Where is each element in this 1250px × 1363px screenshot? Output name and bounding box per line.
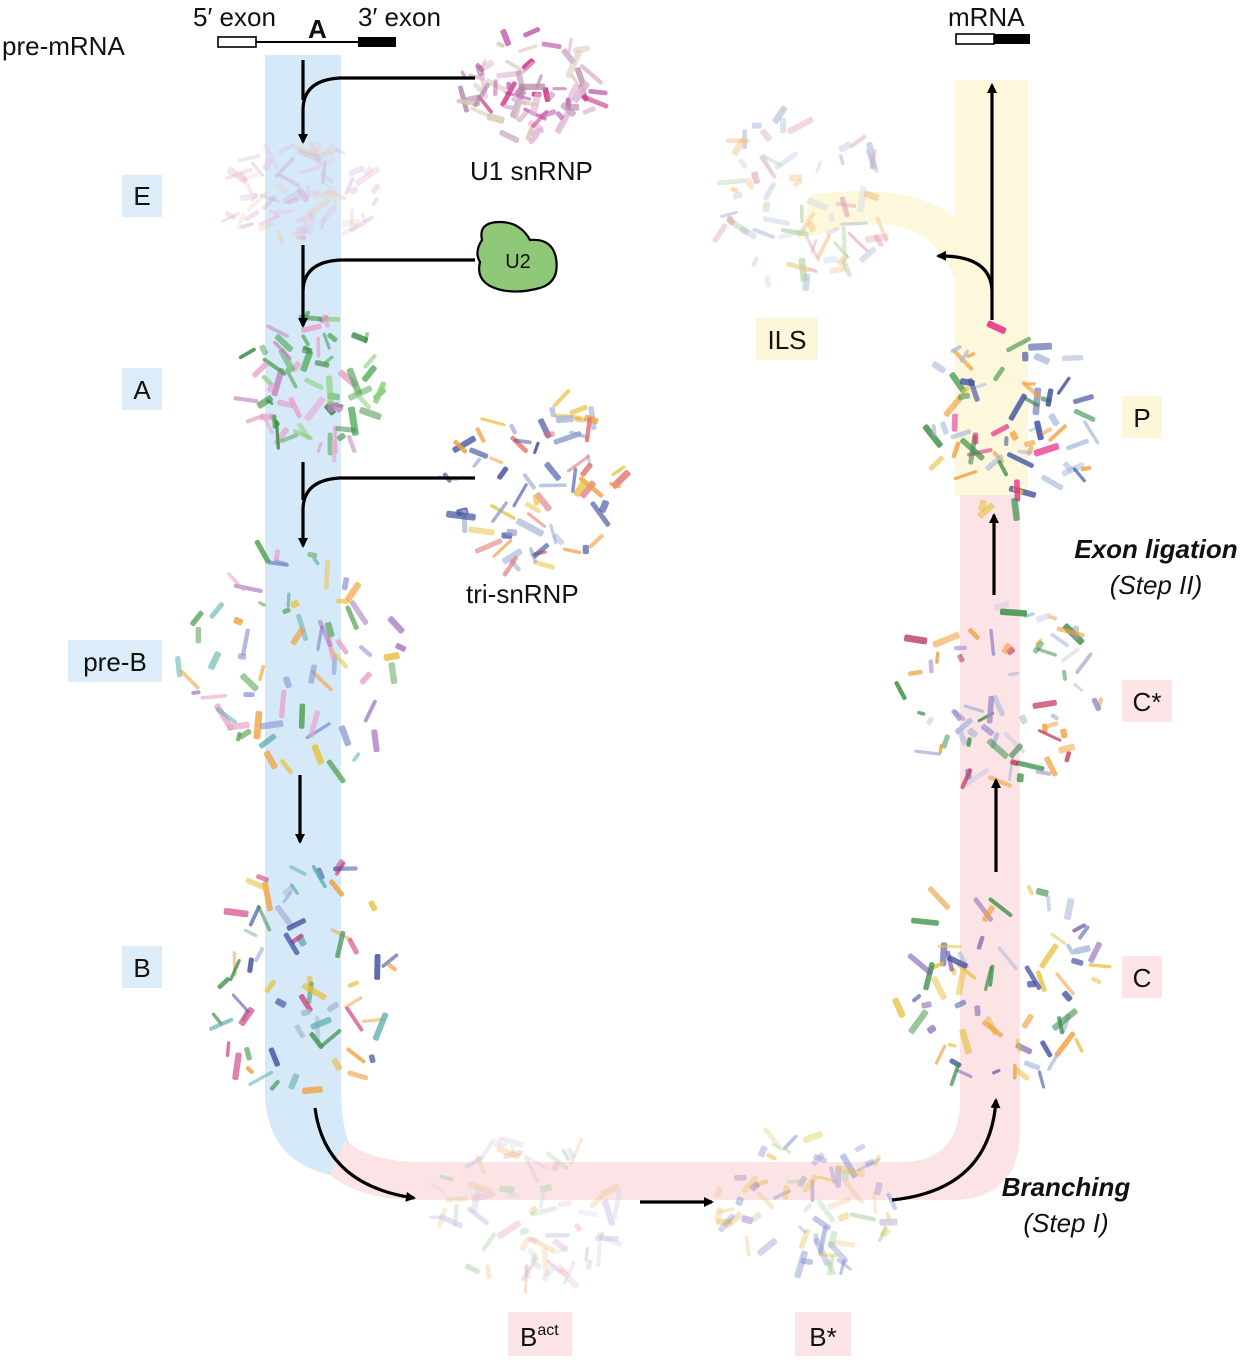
stage-bact-sup: act — [537, 1322, 559, 1339]
u2-label: U2 — [505, 251, 531, 273]
exon3-box — [358, 37, 396, 47]
pre-mrna-schematic: pre-mRNA 5′ exon A 3′ exon — [2, 2, 441, 61]
u2-blob — [476, 220, 558, 293]
stage-ils-label: ILS — [767, 325, 806, 355]
stage-cstar-box — [1122, 680, 1172, 722]
p-structure — [922, 320, 1100, 521]
arrow-tri-join — [298, 476, 475, 548]
complex-structures — [175, 27, 1112, 1294]
stage-cstar-label: C* — [1133, 687, 1162, 717]
arrow-bstar-to-c — [891, 1098, 1001, 1202]
stage-bstar-label: B* — [809, 1322, 836, 1352]
b-structure — [209, 859, 399, 1095]
u1-snrnp-structure — [456, 27, 609, 145]
stage-bstar-box — [795, 1312, 851, 1356]
stage-preb-box — [68, 640, 162, 682]
stage-preb-label: pre-B — [83, 647, 147, 677]
arrow-u2-join — [298, 258, 475, 328]
c-structure — [892, 885, 1112, 1089]
pathway-arrows — [295, 60, 1001, 1207]
branching-step-label: (Step I) — [1023, 1208, 1108, 1238]
stage-a-label: A — [133, 375, 151, 405]
tri-snrnp-label: tri-snRNP — [466, 579, 579, 609]
branching-label: Branching — [1002, 1172, 1131, 1202]
bact-structure — [429, 1136, 623, 1294]
ils-branch-lane — [800, 190, 1000, 300]
exon5-label: 5′ exon — [193, 2, 276, 32]
branch-a-label: A — [308, 14, 327, 44]
pre-mrna-label: pre-mRNA — [2, 31, 125, 61]
a-complex-structure — [233, 310, 387, 463]
exon3-label: 3′ exon — [358, 2, 441, 32]
stage-ils-box — [756, 318, 818, 360]
stage-c-box — [1122, 956, 1162, 998]
catalytic-lane — [330, 495, 1020, 1200]
e-complex-structure — [221, 141, 381, 246]
exon5-box — [217, 36, 257, 48]
bstar-structure — [714, 1127, 898, 1279]
stage-c-label: C — [1133, 963, 1152, 993]
stage-p-box — [1122, 396, 1162, 438]
stage-bact-label: Bact — [520, 1322, 559, 1352]
u1-snrnp-label: U1 snRNP — [470, 156, 593, 186]
stage-p-label: P — [1133, 403, 1150, 433]
exon-ligation-label: Exon ligation — [1074, 534, 1237, 564]
ils-structure — [712, 105, 889, 291]
stage-bact-base: B — [520, 1322, 537, 1352]
stage-e-box — [122, 175, 162, 217]
stage-bact-box — [508, 1312, 572, 1356]
cstar-structure — [894, 601, 1104, 790]
stage-labels: E A pre-B B Bact B* C C* P ILS — [68, 175, 1172, 1356]
arrow-u1-join — [298, 76, 475, 144]
u2-snrnp: U2 — [476, 220, 558, 293]
mrna-exon5-box — [955, 33, 995, 45]
pre-b-structure — [175, 539, 407, 784]
tri-snrnp-structure — [436, 389, 631, 577]
stage-b-box — [122, 946, 162, 988]
exon-ligation-step-label: (Step II) — [1110, 570, 1202, 600]
stage-b-label: B — [133, 953, 150, 983]
stage-a-box — [122, 368, 162, 410]
mrna-label: mRNA — [948, 2, 1025, 32]
arrow-b-to-bact — [313, 1107, 416, 1202]
arrow-p-to-ils — [936, 250, 994, 291]
stage-e-label: E — [133, 181, 150, 211]
mrna-schematic: mRNA — [948, 2, 1030, 45]
mrna-exon3-box — [994, 34, 1030, 44]
assembly-lane-curve — [265, 1090, 360, 1175]
